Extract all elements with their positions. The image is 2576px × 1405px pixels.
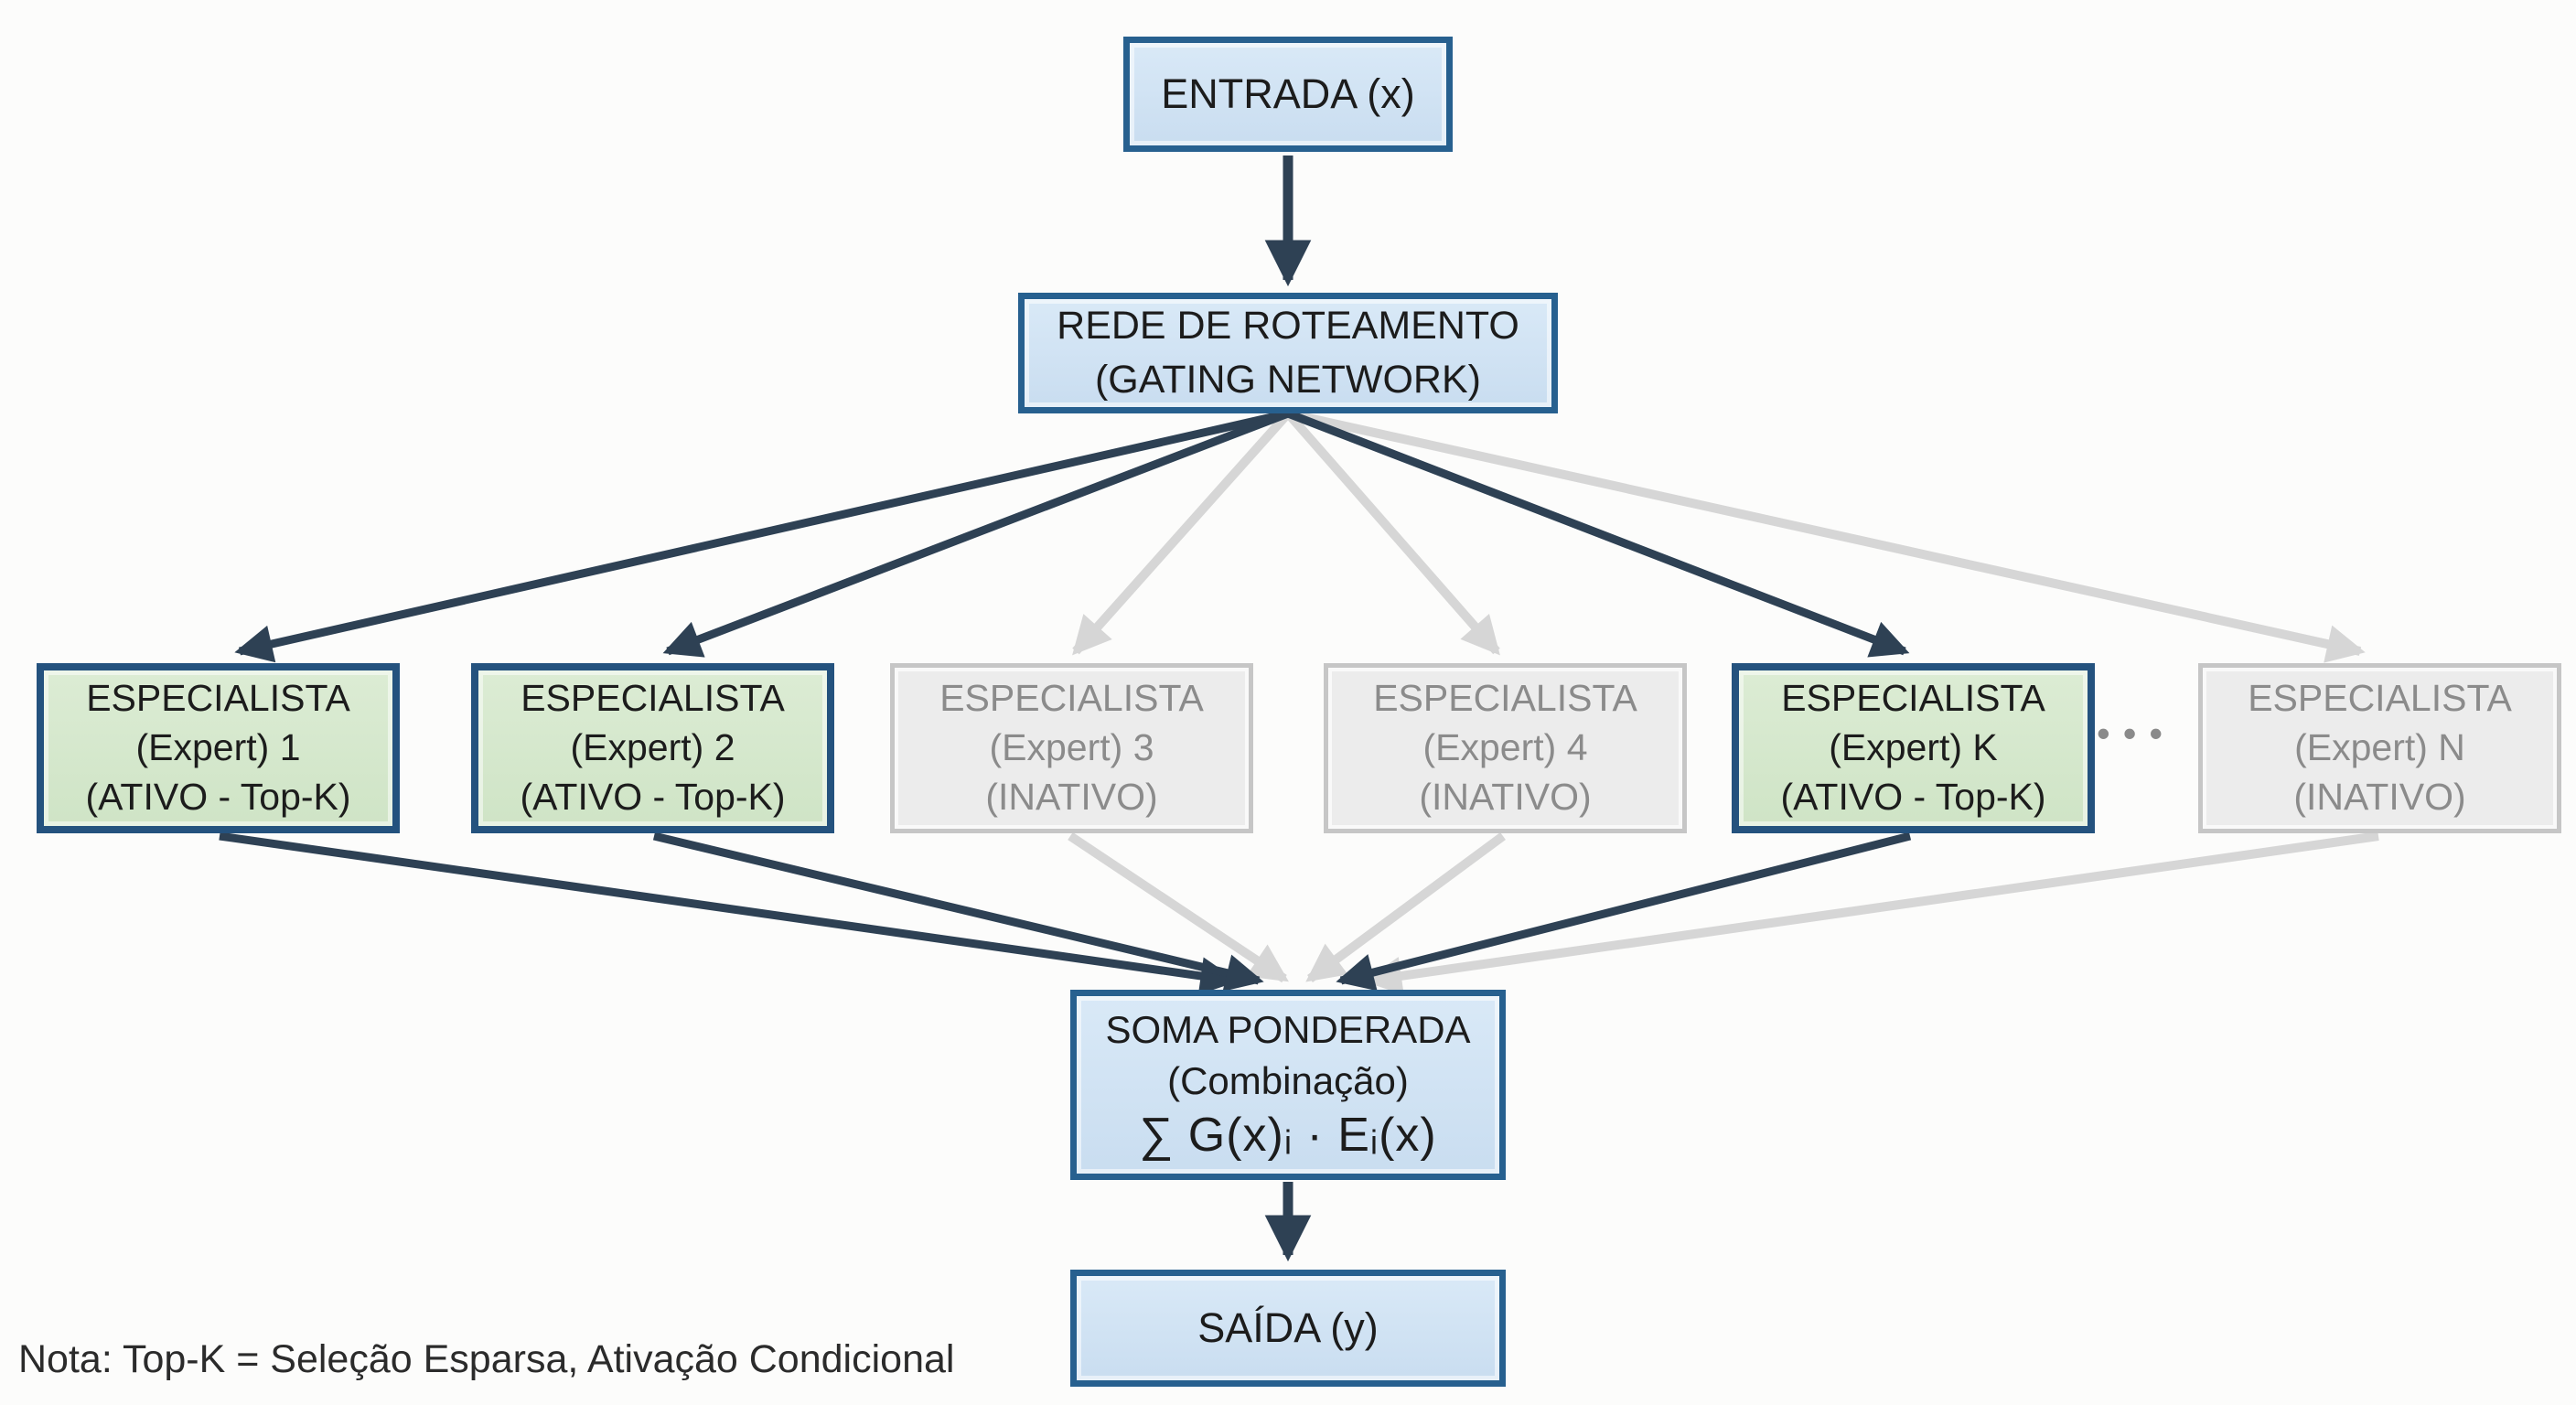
gating-label-line1: REDE DE ROTEAMENTO [1057, 303, 1519, 348]
expert-2-title: ESPECIALISTA [521, 677, 785, 720]
gating-label-line2: (GATING NETWORK) [1094, 358, 1481, 402]
expert-2-status: (ATIVO - Top-K) [520, 775, 786, 818]
expert-1-subtitle: (Expert) 1 [135, 726, 301, 769]
arrow-expert-1-to-sum [219, 831, 1239, 995]
weighted-sum-title: SOMA PONDERADA [1105, 1008, 1471, 1052]
output-node: SAÍDA (y) [1070, 1270, 1506, 1387]
expert-4-subtitle: (Expert) 4 [1422, 726, 1588, 769]
expert-3-title: ESPECIALISTA [939, 677, 1204, 720]
expert-n-node-inactive: ESPECIALISTA (Expert) N (INATIVO) [2198, 663, 2561, 833]
expert-k-status: (ATIVO - Top-K) [1780, 775, 2046, 818]
expert-k-subtitle: (Expert) K [1829, 726, 1998, 769]
arrow-gating-to-expert-n [1286, 409, 2366, 663]
expert-k-node-active: ESPECIALISTA (Expert) K (ATIVO - Top-K) [1732, 663, 2095, 833]
expert-1-status: (ATIVO - Top-K) [85, 775, 351, 818]
weighted-sum-subtitle: (Combinação) [1167, 1058, 1409, 1102]
arrow-expert-k-to-sum [1336, 831, 1912, 992]
experts-ellipsis: ••• [2097, 712, 2176, 755]
expert-3-subtitle: (Expert) 3 [989, 726, 1154, 769]
arrow-expert-n-to-sum [1363, 831, 2379, 995]
expert-2-node-active: ESPECIALISTA (Expert) 2 (ATIVO - Top-K) [471, 663, 834, 833]
expert-1-title: ESPECIALISTA [86, 677, 350, 720]
input-label: ENTRADA (x) [1161, 70, 1415, 117]
input-node: ENTRADA (x) [1123, 37, 1453, 152]
footnote: Nota: Top-K = Seleção Esparsa, Ativação … [18, 1337, 955, 1381]
expert-1-node-active: ESPECIALISTA (Expert) 1 (ATIVO - Top-K) [37, 663, 400, 833]
gating-network-node: REDE DE ROTEAMENTO (GATING NETWORK) [1018, 293, 1558, 413]
arrow-gating-to-expert-1 [234, 409, 1289, 663]
expert-4-status: (INATIVO) [1419, 775, 1592, 818]
arrow-gating-to-expert-4 [1284, 410, 1500, 656]
expert-n-title: ESPECIALISTA [2248, 677, 2512, 720]
arrow-gating-to-expert-3 [1072, 410, 1292, 656]
arrow-expert-2-to-sum [652, 831, 1264, 992]
arrow-expert-4-to-sum [1305, 831, 1506, 983]
weighted-sum-formula: ∑ G(x)ᵢ · Eᵢ(x) [1139, 1108, 1437, 1162]
expert-2-subtitle: (Expert) 2 [570, 726, 735, 769]
arrow-gating-to-expert-k [1286, 409, 1910, 658]
weighted-sum-node: SOMA PONDERADA (Combinação) ∑ G(x)ᵢ · Eᵢ… [1070, 990, 1506, 1180]
expert-4-title: ESPECIALISTA [1373, 677, 1637, 720]
expert-4-node-inactive: ESPECIALISTA (Expert) 4 (INATIVO) [1324, 663, 1687, 833]
expert-3-node-inactive: ESPECIALISTA (Expert) 3 (INATIVO) [890, 663, 1253, 833]
arrow-gating-to-expert-2 [662, 409, 1290, 658]
output-label: SAÍDA (y) [1197, 1304, 1379, 1351]
expert-3-status: (INATIVO) [985, 775, 1158, 818]
expert-n-subtitle: (Expert) N [2294, 726, 2465, 769]
expert-n-status: (INATIVO) [2293, 775, 2466, 818]
expert-k-title: ESPECIALISTA [1781, 677, 2045, 720]
